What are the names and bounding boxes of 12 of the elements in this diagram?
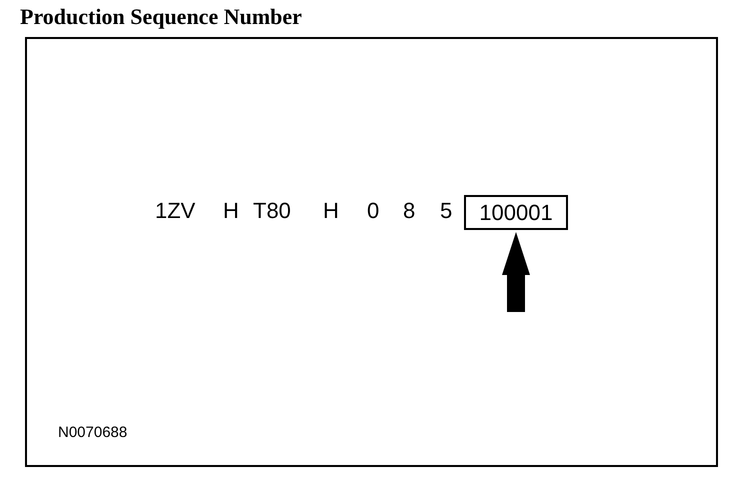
- code-character: H: [323, 200, 339, 222]
- code-character: 8: [403, 200, 416, 222]
- frame-border: [25, 37, 718, 467]
- code-character: 1ZV: [155, 200, 196, 222]
- code-character: H: [223, 200, 239, 222]
- code-character: T80: [253, 200, 291, 222]
- code-character: 0: [367, 200, 380, 222]
- figure-number: N0070688: [58, 425, 128, 440]
- highlight-box: 100001: [464, 195, 568, 230]
- arrow: [502, 232, 530, 312]
- code-character: 5: [440, 200, 452, 222]
- title: Production Sequence Number: [20, 6, 302, 28]
